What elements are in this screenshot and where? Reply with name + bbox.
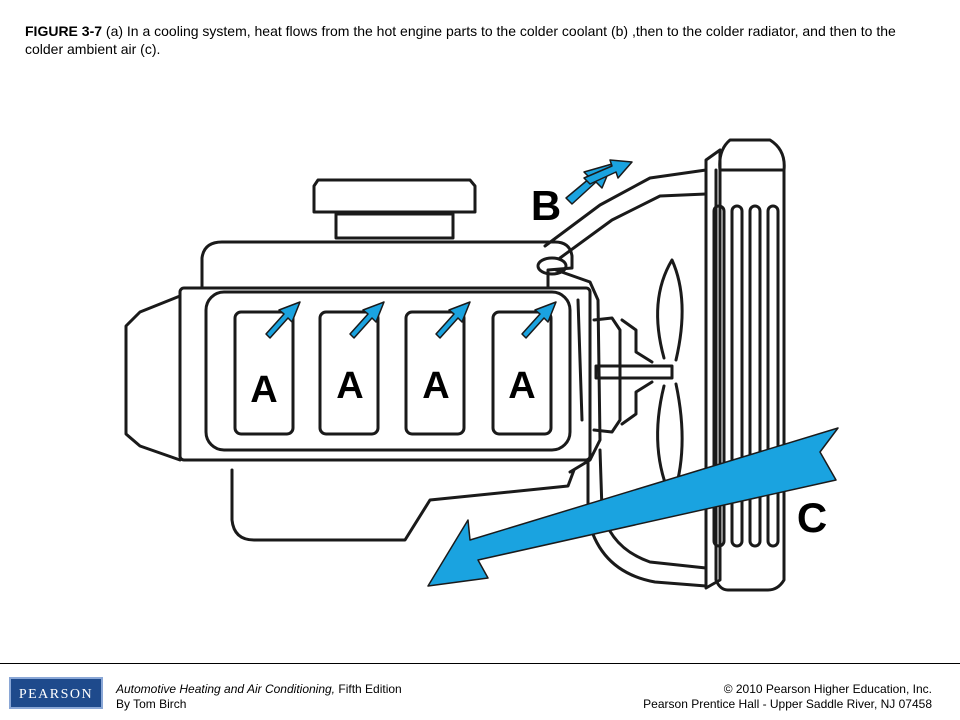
book-author: By Tom Birch (116, 697, 187, 711)
figure-caption: FIGURE 3-7 (a) In a cooling system, heat… (25, 22, 925, 58)
footer-divider (0, 663, 960, 664)
cylinder-label: A (422, 365, 449, 407)
figure-number: FIGURE 3-7 (25, 23, 103, 39)
book-edition: Fifth Edition (335, 682, 402, 696)
upper-hose (558, 192, 708, 260)
book-info: Automotive Heating and Air Conditioning,… (116, 682, 402, 712)
cylinder-label: A (336, 365, 363, 407)
logo-text: PEARSON (19, 687, 93, 702)
cylinder (404, 310, 466, 436)
airflow-arrow-icon (427, 427, 839, 587)
upper-hose (543, 168, 708, 248)
radiator-side-tank (704, 148, 722, 590)
fan-clutch (620, 318, 654, 426)
pump-pulley (592, 316, 622, 434)
fan-blade-top (656, 258, 684, 362)
publisher-logo: PEARSON (9, 677, 103, 709)
cylinder-block (178, 286, 592, 462)
cylinder (318, 310, 380, 436)
heat-arrow-icon (349, 301, 385, 339)
caption-text: (a) In a cooling system, heat flows from… (25, 23, 896, 57)
radiator-top-tank (718, 138, 786, 172)
oil-pan (230, 468, 576, 542)
label-c: C (797, 494, 827, 541)
book-title: Automotive Heating and Air Conditioning, (116, 682, 336, 696)
heat-arrow-icon (265, 301, 301, 339)
copyright-line: © 2010 Pearson Higher Education, Inc. (723, 682, 932, 696)
heat-arrow-icon (583, 159, 633, 185)
radiator-core (714, 168, 786, 592)
cylinder-label: A (250, 369, 277, 411)
oil-cap (312, 178, 477, 214)
cylinder-label: A (508, 365, 535, 407)
thermostat-housing (536, 256, 568, 276)
cylinder (233, 310, 295, 436)
heat-arrow-icon (435, 301, 471, 339)
cooling-system-diagram: A A A A B C (124, 138, 839, 592)
heat-arrow-icon (521, 301, 557, 339)
cylinder (491, 310, 553, 436)
copyright-info: © 2010 Pearson Higher Education, Inc. Pe… (643, 682, 932, 712)
oil-cap-base (334, 212, 455, 240)
publisher-line: Pearson Prentice Hall - Upper Saddle Riv… (643, 697, 932, 711)
valve-cover (200, 240, 574, 290)
fan-shaft (594, 364, 674, 380)
label-b: B (531, 182, 561, 229)
bell-housing (124, 294, 182, 462)
